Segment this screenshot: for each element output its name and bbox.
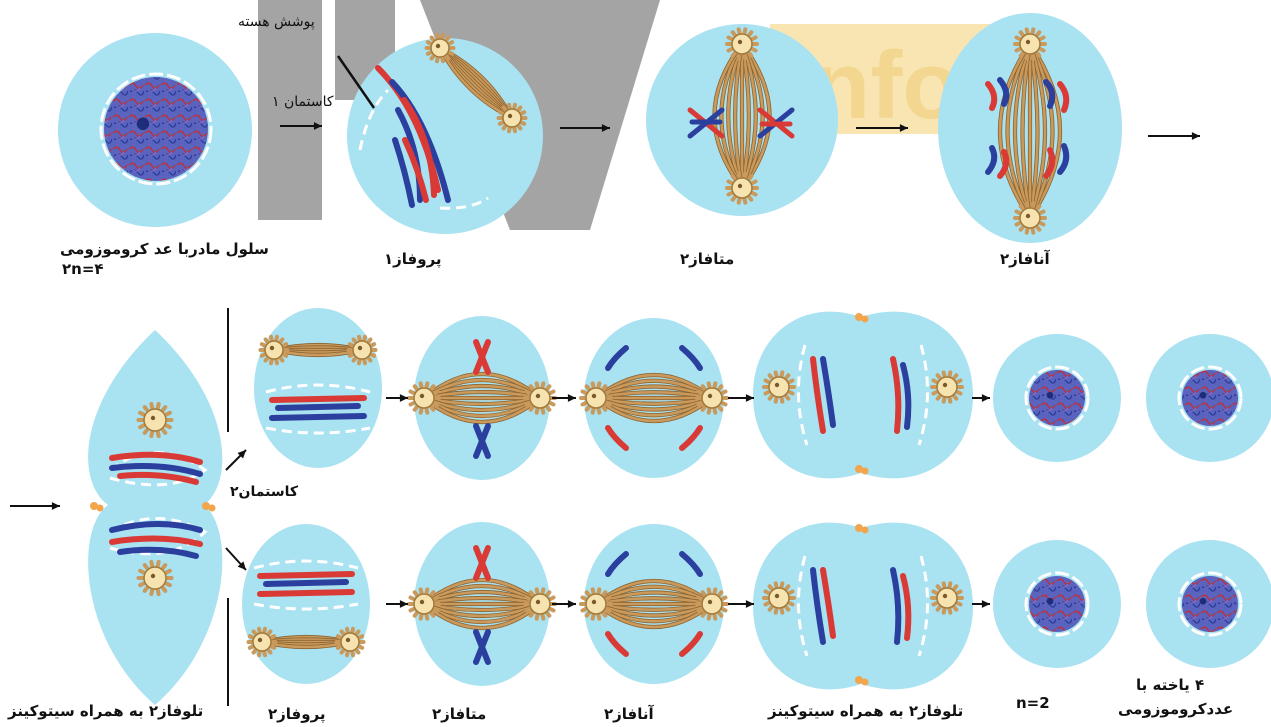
arrow-row1-2 (552, 394, 576, 402)
prophase2-top-centrosome-1 (261, 337, 288, 363)
telophase2-bottom-centrosome-1 (764, 583, 794, 612)
metaphase2-bottom-centrosome-1 (409, 589, 439, 618)
label-four-cells: ۴ یاخته با (1136, 676, 1204, 694)
daughter-4-nucleus (1182, 576, 1238, 632)
telophase2-bottom-ring-top-b (862, 527, 869, 534)
arrow-row1-4 (972, 394, 990, 402)
cell-drawings (58, 13, 1271, 706)
label-four-cells-2: عددکروموزومی (1118, 700, 1233, 718)
daughter-1-nucleus (1029, 370, 1085, 426)
arrow-row1-3 (728, 394, 754, 402)
mother-nucleus-nucleolus (137, 118, 149, 130)
label-meiosis2: کاستمان۲ (230, 484, 298, 501)
metaphase-top-centrosome-2 (727, 173, 757, 202)
arrow-to-prophase2-top (226, 450, 246, 470)
label-metaphase-top: متافاز۲ (680, 250, 734, 268)
telophase2-top-centrosome-2 (932, 372, 962, 401)
anaphase2-top-centrosome-1 (581, 383, 611, 412)
telophase2-top-ring-top-b (862, 316, 869, 323)
prophase2-bottom-chr-1 (260, 574, 352, 576)
prophase2-bottom-centrosome-1 (249, 629, 276, 655)
prophase2-top-chr-2 (278, 406, 358, 408)
metaphase-top-centrosome-1 (727, 29, 757, 58)
label-anaphase-top: آنافاز۲ (1000, 250, 1050, 268)
label-telophase2: تلوفاز۲ به همراه سیتوکینز (768, 702, 963, 720)
daughter-3-nucleus-nucleolus (1047, 598, 1054, 605)
daughter-2-nucleus-nucleolus (1200, 392, 1207, 399)
metaphase2-top-centrosome-1 (409, 383, 439, 412)
telophase-left-ring-left-b (97, 505, 104, 512)
arrow-row1-1 (386, 394, 408, 402)
arrow-anaphase-to-telophase (1148, 132, 1200, 140)
telophase2-top-ring-bottom-b (862, 468, 869, 475)
anaphase2-top-centrosome-2 (697, 383, 727, 412)
metaphase2-bottom-centrosome-2 (525, 589, 555, 618)
prophase2-bottom-chr-2 (266, 582, 346, 584)
prophase2-bottom-chr-3 (260, 592, 352, 594)
telophase2-bottom-centrosome-2 (932, 583, 962, 612)
label-prophase2: پروفاز۲ (268, 705, 326, 723)
label-telophase-left: تلوفاز۲ به همراه سیتوکینز (8, 702, 203, 720)
prophase2-top-chr-1 (272, 398, 364, 400)
label-nuclear-envelope: پوشش هسته (238, 14, 315, 31)
telophase2-bottom-ring-bottom-b (862, 679, 869, 686)
telophase-left-cell (88, 330, 222, 705)
prophase2-top-chr-3 (272, 416, 364, 418)
metaphase2-top-centrosome-2 (525, 383, 555, 412)
anaphase-top-centrosome-1 (1015, 29, 1045, 58)
telophase2-top-centrosome-1 (764, 372, 794, 401)
arrow-row2-1 (386, 600, 408, 608)
daughter-1-nucleus-nucleolus (1047, 392, 1054, 399)
mother-nucleus (104, 77, 208, 181)
anaphase2-bottom-centrosome-1 (581, 589, 611, 618)
arrow-row2-3 (728, 600, 754, 608)
anaphase2-bottom-centrosome-2 (697, 589, 727, 618)
prophase2-bottom-centrosome-2 (337, 629, 364, 655)
daughter-2-nucleus (1182, 370, 1238, 426)
telophase-left-ring-right-b (209, 505, 216, 512)
arrow-row2-4 (972, 600, 990, 608)
arrow-into-telophase (10, 502, 60, 510)
label-mother-cell: سلول مادربا عد کروموزومی (60, 240, 269, 258)
daughter-4-nucleus-nucleolus (1200, 598, 1207, 605)
prophase2-top-cell (254, 308, 382, 468)
label-meiosis1: کاستمان ۱ (272, 94, 334, 111)
daughter-3-nucleus (1029, 576, 1085, 632)
label-haploid: n=2 (1016, 694, 1050, 712)
label-prophase1: پروفاز۱ (384, 250, 442, 268)
label-metaphase2: متافاز۲ (432, 705, 486, 723)
label-anaphase2: آنافاز۲ (604, 705, 654, 723)
prophase2-top-centrosome-2 (349, 337, 376, 363)
arrow-to-prophase2-bottom (226, 548, 246, 570)
arrow-row2-2 (552, 600, 576, 608)
label-mother-cell-count: ۲n=۴ (62, 260, 104, 278)
prophase1-centrosome-top (427, 35, 454, 61)
anaphase-top-centrosome-2 (1015, 203, 1045, 232)
prophase1-centrosome-right (499, 105, 526, 131)
